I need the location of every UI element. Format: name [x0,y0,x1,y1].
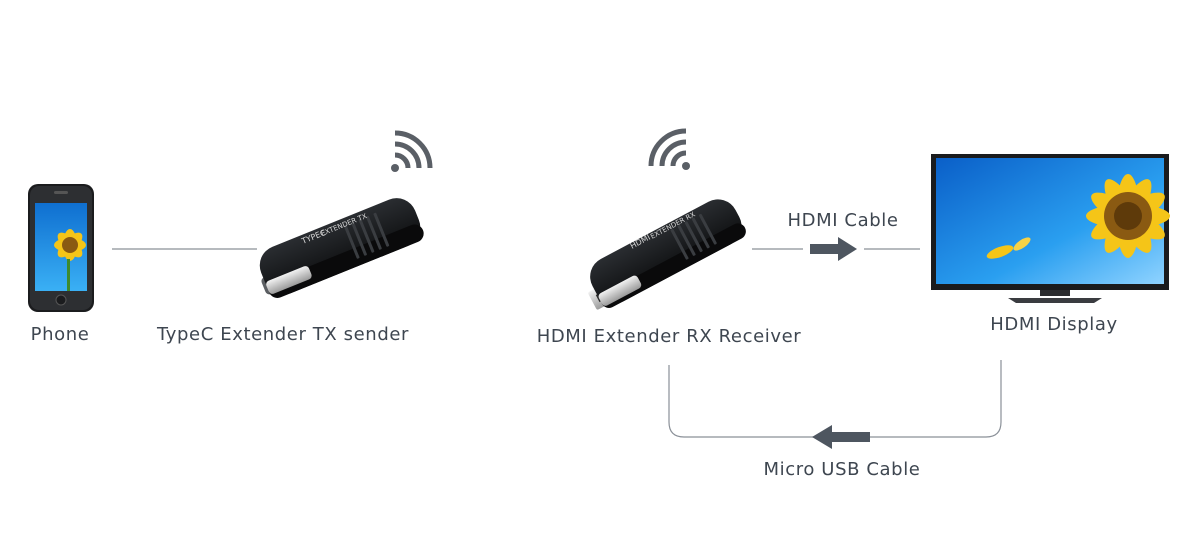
hdmi-cable-label: HDMI Cable [787,210,899,231]
hdmi-dongle-icon: HDMI EXTENDER RX [588,199,746,310]
usb-cable-label: Micro USB Cable [763,459,921,480]
arrow-right-icon [810,237,857,261]
usb-c-dongle-icon: TYPEC EXTENDER TX [259,198,424,298]
wifi-icon [391,130,433,172]
wifi-icon [648,128,690,170]
display-label: HDMI Display [990,314,1118,335]
phone-label: Phone [30,324,90,345]
tv-icon [931,154,1170,303]
tx-sender-label: TypeC Extender TX sender [156,324,410,345]
phone-icon [28,184,94,312]
arrow-left-icon [812,425,870,449]
micro-usb-cable-line [668,360,1002,438]
rx-receiver-label: HDMI Extender RX Receiver [536,326,802,347]
